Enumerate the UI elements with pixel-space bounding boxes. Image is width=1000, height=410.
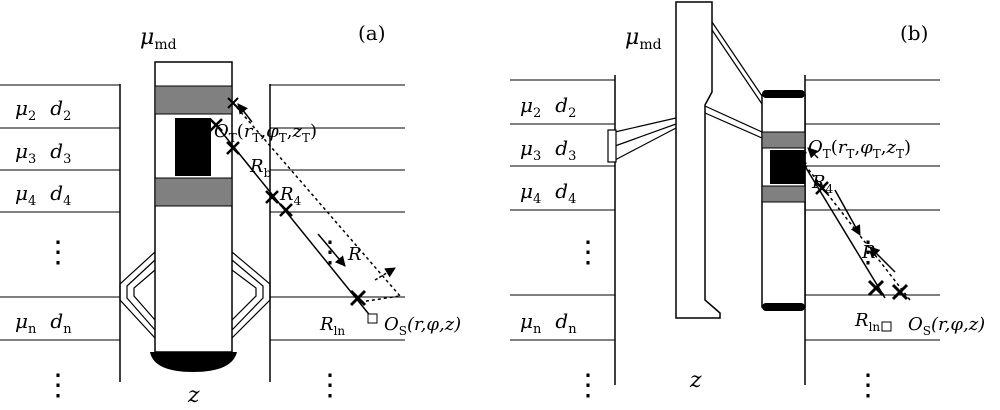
panel-a-depth-label: z (187, 383, 200, 408)
svg-text:⋮: ⋮ (853, 368, 883, 403)
panel-a-tag: (a) (358, 21, 386, 45)
panel-b-sensor-box (881, 321, 892, 332)
panel-a-arrow-r (317, 233, 346, 267)
panel-b-arms (607, 21, 763, 163)
panel-a-R-label: R (347, 244, 362, 265)
panel-a-sensor-label: OS(r,φ,z) (384, 314, 461, 338)
panel-a-layer-lines-right (270, 84, 405, 341)
panel-b-vdots: ⋮ ⋮ ⋮ ⋮ (573, 235, 883, 403)
panel-a-mud-label: μmd (140, 25, 177, 53)
panel-b-Rln-label: Rln (854, 310, 880, 334)
panel-a-Rln-label: Rln (319, 314, 345, 338)
panel-b-path-markers (793, 151, 909, 301)
panel-a-transmitter-label: OT(rT,φT,zT) (214, 121, 317, 145)
svg-text:⋮: ⋮ (573, 368, 603, 403)
panel-a-ray-paths (215, 102, 401, 319)
panel-b-arrow-reflect (869, 246, 896, 273)
panel-b-R4-label: R4 (811, 172, 834, 196)
panel-a-sensor-box (367, 313, 378, 324)
panel-b-tag: (b) (900, 21, 928, 45)
panel-a-logging-tool (150, 61, 237, 372)
svg-text:⋮: ⋮ (43, 235, 73, 270)
panel-b-layer-lines-left (510, 79, 615, 341)
panel-a-path-markers (209, 97, 367, 307)
panel-b-drill-pipe (675, 1, 721, 319)
panel-a-borehole-walls (119, 84, 271, 382)
panel-b-transmitter-label: OT(rT,φT,zT) (808, 137, 911, 161)
panel-a-arrow-up (237, 103, 253, 123)
svg-text:⋮: ⋮ (315, 368, 345, 403)
panel-a-layer-lines-left (0, 84, 120, 341)
panel-b-arrow-up (807, 147, 819, 159)
panel-a-R4-label: R4 (279, 184, 302, 208)
panel-b-layer-lines-right (805, 79, 940, 341)
panel-b-arrow-r (834, 189, 861, 236)
panel-b-R-label: R (861, 242, 876, 263)
panel-b-depth-label: z (689, 368, 702, 393)
panel-a-arrow-reflect (374, 267, 396, 281)
svg-text:⋮: ⋮ (573, 235, 603, 270)
panel-b-mud-label: μmd (625, 25, 662, 53)
svg-text:⋮: ⋮ (43, 368, 73, 403)
panel-b-logging-tool (761, 90, 806, 311)
panel-a-centralizers (119, 251, 271, 339)
panel-b-ray-paths (799, 147, 911, 301)
panel-b-sensor-label: OS(r,φ,z) (908, 314, 985, 338)
panel-a-Rb-label: Rb (249, 156, 272, 180)
